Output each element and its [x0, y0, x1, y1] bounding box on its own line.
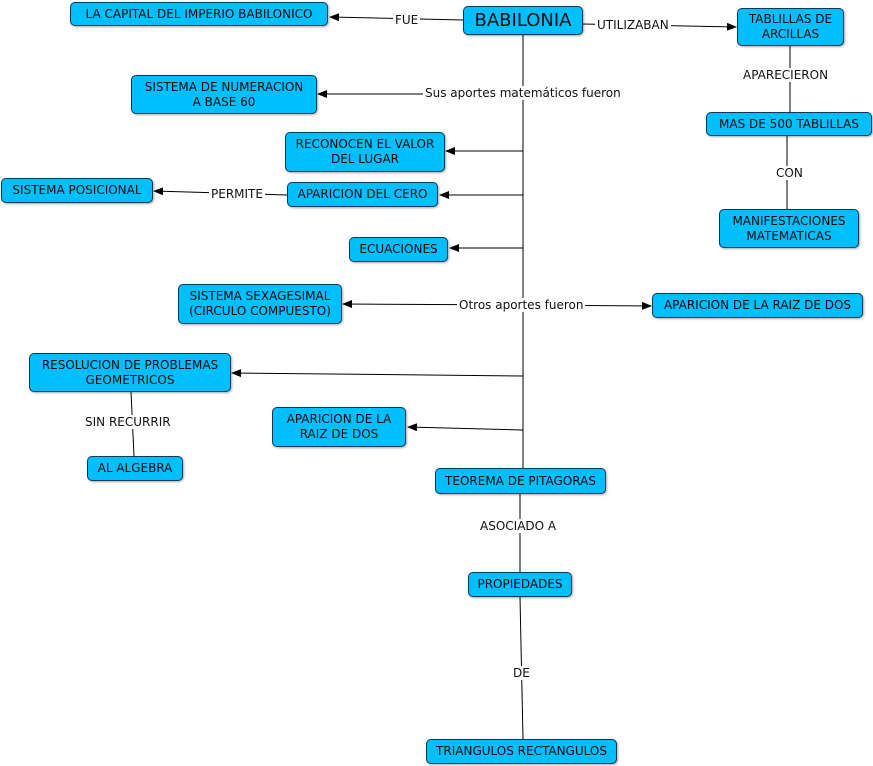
- label-sus-aportes: Sus aportes matemáticos fueron: [423, 86, 623, 100]
- label-aparecieron: APARECIERON: [741, 68, 831, 82]
- node-reconocen-valor[interactable]: RECONOCEN EL VALOR DEL LUGAR: [285, 132, 445, 172]
- node-sistema-posicional[interactable]: SISTEMA POSICIONAL: [1, 178, 153, 203]
- label-utilizaban: UTILIZABAN: [595, 18, 671, 32]
- node-mas-500-tablillas[interactable]: MAS DE 500 TABLILLAS: [706, 112, 872, 136]
- label-de: DE: [511, 666, 532, 680]
- node-babilonia[interactable]: BABILONIA: [463, 6, 583, 35]
- edge-raiz-left: [407, 423, 524, 432]
- node-ecuaciones[interactable]: ECUACIONES: [349, 237, 448, 262]
- node-teorema-pitagoras[interactable]: TEOREMA DE PITAGORAS: [435, 468, 606, 494]
- node-resolucion-problemas[interactable]: RESOLUCION DE PROBLEMAS GEOMETRICOS: [29, 353, 231, 392]
- node-propiedades[interactable]: PROPIEDADES: [468, 572, 572, 597]
- node-sistema-sexagesimal[interactable]: SISTEMA SEXAGESIMAL (CIRCULO COMPUESTO): [178, 284, 342, 324]
- node-tablillas[interactable]: TABLILLAS DE ARCILLAS: [737, 8, 844, 46]
- label-otros-aportes: Otros aportes fueron: [457, 298, 586, 312]
- node-al-algebra[interactable]: AL ALGEBRA: [87, 456, 183, 481]
- node-triangulos-rectangulos[interactable]: TRIANGULOS RECTANGULOS: [426, 739, 617, 764]
- node-aparicion-cero[interactable]: APARICION DEL CERO: [287, 182, 438, 207]
- label-fue: FUE: [393, 13, 421, 27]
- label-con: CON: [774, 166, 805, 180]
- edge-resolucion: [231, 369, 524, 378]
- node-capital[interactable]: LA CAPITAL DEL IMPERIO BABILONICO: [70, 2, 328, 26]
- node-manifestaciones[interactable]: MANIFESTACIONES MATEMATICAS: [719, 209, 859, 248]
- label-permite: PERMITE: [209, 187, 265, 201]
- label-sin-recurrir: SIN RECURRIR: [83, 415, 173, 429]
- node-raiz-dos-left[interactable]: APARICION DE LA RAIZ DE DOS: [272, 407, 406, 447]
- label-asociado: ASOCIADO A: [478, 519, 559, 533]
- node-raiz-dos-right[interactable]: APARICION DE LA RAIZ DE DOS: [652, 293, 863, 318]
- node-sistema-numeracion[interactable]: SISTEMA DE NUMERACION A BASE 60: [131, 75, 317, 114]
